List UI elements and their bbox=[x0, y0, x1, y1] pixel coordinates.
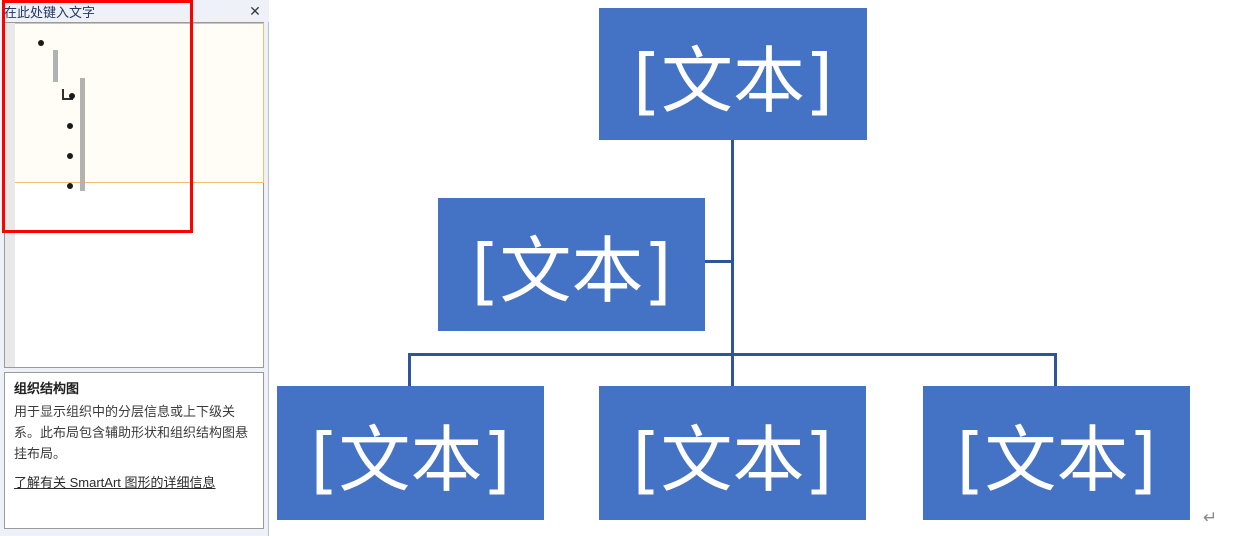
connector-child-2-drop bbox=[731, 353, 734, 386]
layout-name: 组织结构图 bbox=[14, 381, 80, 396]
node-label: [文本] bbox=[632, 417, 833, 502]
close-icon[interactable]: ✕ bbox=[249, 3, 261, 19]
connector-child-1-drop bbox=[408, 353, 411, 386]
layout-description-panel: 组织结构图 用于显示组织中的分层信息或上下级关系。此布局包含辅助形状和组织结构图… bbox=[4, 372, 264, 529]
bullet-dot bbox=[67, 123, 73, 129]
node-child-1[interactable]: [文本] bbox=[277, 386, 544, 520]
connector-root-vertical bbox=[731, 140, 734, 370]
node-label: [文本] bbox=[632, 38, 834, 123]
node-assistant[interactable]: [文本] bbox=[438, 198, 705, 331]
assistant-marker-icon bbox=[62, 89, 73, 100]
connector-assistant-horizontal bbox=[704, 260, 732, 263]
node-label: [文本] bbox=[471, 229, 672, 313]
node-child-2[interactable]: [文本] bbox=[599, 386, 866, 520]
text-pane-titlebar: 在此处键入文字 ✕ bbox=[0, 0, 269, 22]
level-bar bbox=[53, 50, 58, 82]
node-label: [文本] bbox=[310, 417, 511, 502]
bullet-dot bbox=[67, 153, 73, 159]
list-gutter bbox=[5, 23, 15, 367]
bullet-dot bbox=[38, 40, 44, 46]
node-label: [文本] bbox=[956, 417, 1157, 502]
connector-child-3-drop bbox=[1054, 353, 1057, 386]
learn-more-link[interactable]: 了解有关 SmartArt 图形的详细信息 bbox=[14, 475, 216, 490]
smartart-text-pane: 在此处键入文字 ✕ 组织结构图 用于显示组织中的分层信息或上下级关系。此布局包含… bbox=[0, 0, 269, 536]
bullet-dot bbox=[67, 183, 73, 189]
smartart-canvas[interactable]: [文本] [文本] [文本] [文本] [文本] bbox=[269, 0, 1242, 536]
level-bar bbox=[80, 78, 85, 191]
bullet-dot bbox=[69, 93, 75, 99]
selection-highlight bbox=[15, 23, 264, 183]
text-pane-list[interactable] bbox=[4, 22, 264, 368]
node-child-3[interactable]: [文本] bbox=[923, 386, 1190, 520]
text-pane-title: 在此处键入文字 bbox=[4, 5, 96, 20]
node-root[interactable]: [文本] bbox=[599, 8, 867, 140]
layout-description-text: 用于显示组织中的分层信息或上下级关系。此布局包含辅助形状和组织结构图悬挂布局。 bbox=[14, 404, 249, 461]
paragraph-mark-icon: ↵ bbox=[1203, 508, 1218, 527]
